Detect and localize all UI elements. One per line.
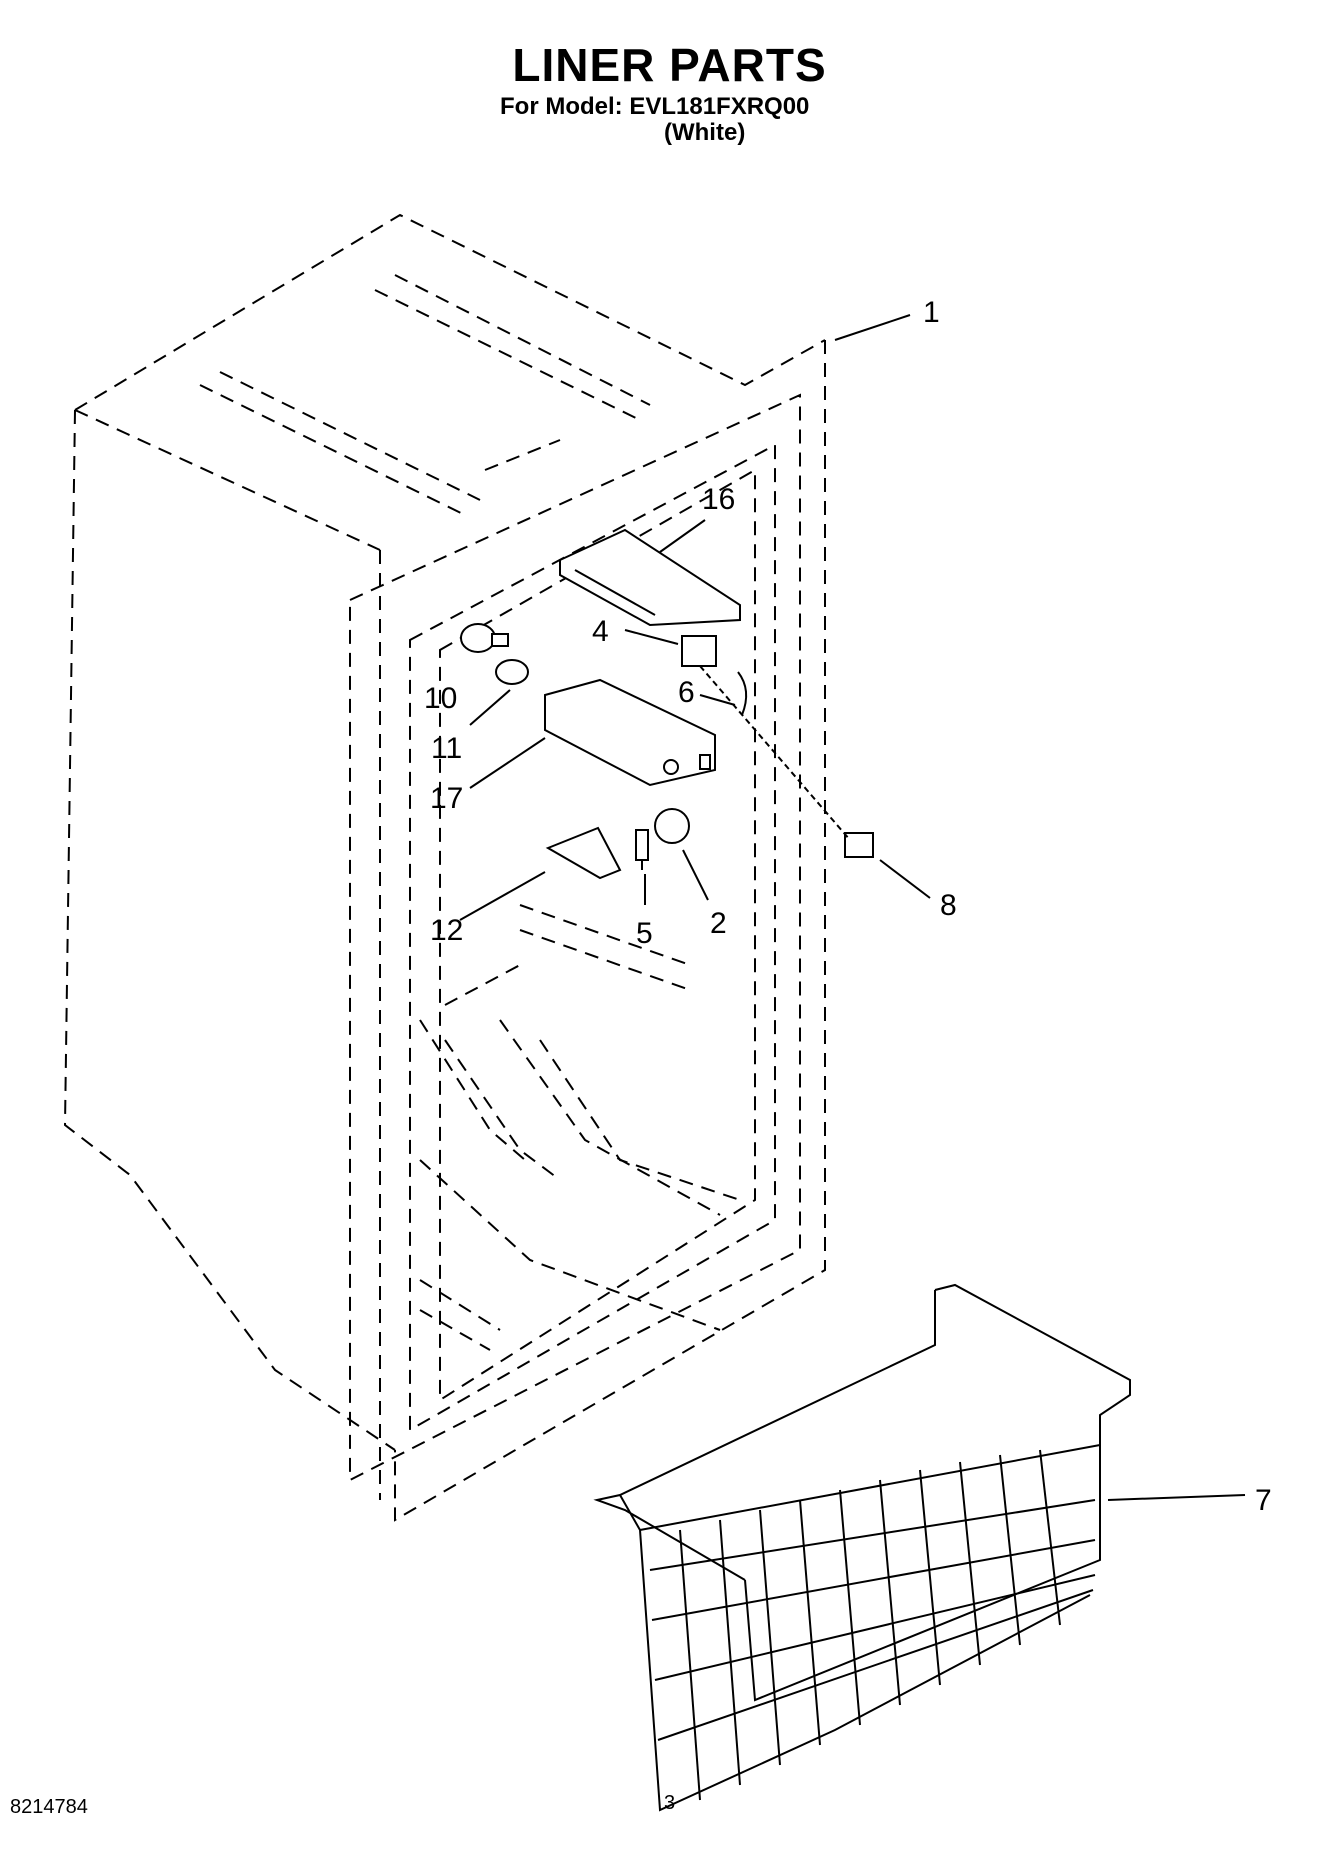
part-2-knob <box>654 808 690 844</box>
part-16-light-shield <box>559 528 741 627</box>
leader-lines <box>459 314 1246 1501</box>
part-17-light-housing <box>544 678 716 787</box>
callout-7: 7 <box>1255 1484 1272 1517</box>
part-5-screw <box>635 829 649 870</box>
callout-labels: 1 16 4 10 6 11 17 8 12 5 2 7 <box>424 296 1272 1517</box>
liner-outline <box>63 213 826 1522</box>
callout-11: 11 <box>431 732 462 765</box>
model-number: For Model: EVL181FXRQ00 <box>500 93 810 120</box>
part-11-socket <box>495 659 529 685</box>
page-number: 3 <box>664 1792 676 1814</box>
callout-8: 8 <box>940 889 957 922</box>
callout-10: 10 <box>424 682 457 715</box>
part-4-switch <box>681 635 717 667</box>
callout-5: 5 <box>636 917 653 950</box>
part-10-bulb <box>460 623 509 653</box>
color-variant: (White) <box>664 119 746 146</box>
document-number: 8214784 <box>10 1796 88 1818</box>
callout-16: 16 <box>702 483 735 516</box>
page-title: LINER PARTS <box>512 39 827 91</box>
callout-17: 17 <box>430 782 463 815</box>
part-6-clip <box>737 671 748 716</box>
callout-4: 4 <box>592 615 609 648</box>
part-8-connector <box>844 832 874 858</box>
callout-12: 12 <box>430 914 463 947</box>
callout-2: 2 <box>710 907 727 940</box>
callout-1: 1 <box>923 296 940 329</box>
part-12-lens <box>545 826 622 880</box>
callout-6: 6 <box>678 676 695 709</box>
part-7-basket <box>593 1283 1131 1812</box>
